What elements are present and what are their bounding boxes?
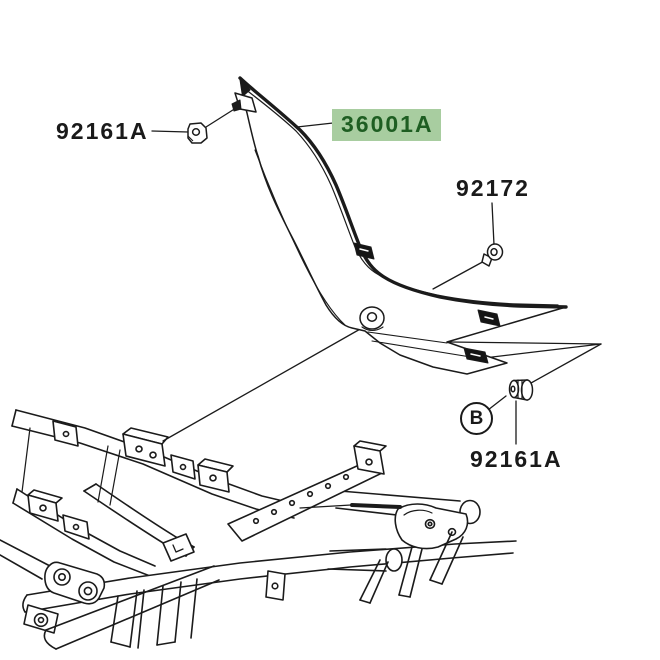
detail-ref-b-circle: B xyxy=(460,402,493,435)
grommet-b-drawing xyxy=(508,379,534,401)
leader-lines xyxy=(151,107,602,445)
part-label-92161a-bottom: 92161A xyxy=(470,446,563,472)
frame-assembly-drawing xyxy=(0,409,517,650)
part-label-36001a-highlighted[interactable]: 36001A xyxy=(332,109,441,141)
side-cover-drawing xyxy=(231,76,568,375)
screw-drawing xyxy=(481,243,504,267)
part-label-92161a-top: 92161A xyxy=(56,118,149,144)
part-label-92172: 92172 xyxy=(456,175,530,201)
grommet-top-drawing xyxy=(187,122,208,144)
